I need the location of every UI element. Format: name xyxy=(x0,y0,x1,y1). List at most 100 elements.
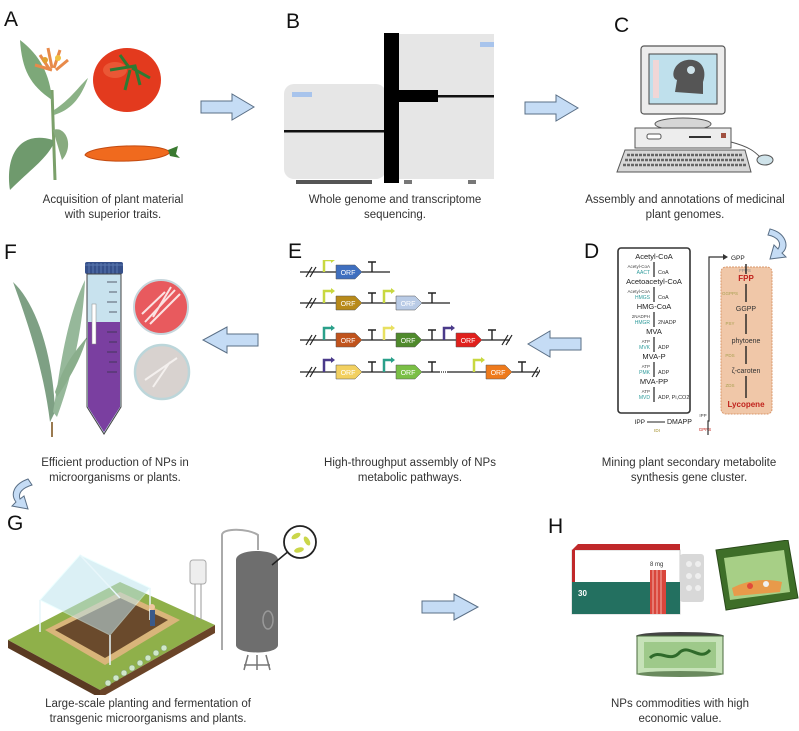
carotenoid-enzyme-label: PDS xyxy=(725,353,734,358)
caption-a-line1: Acquisition of plant material xyxy=(42,194,184,206)
magnifier-icon xyxy=(283,525,317,559)
terminator-icon xyxy=(368,261,376,272)
fermenter-tank-icon xyxy=(221,525,317,671)
enzyme-label: HMGR xyxy=(635,320,651,326)
caption-d-line2: synthesis gene cluster. xyxy=(630,472,748,484)
greenhouse-fermentation-illustration xyxy=(8,525,317,695)
metabolite-label: MVA-P xyxy=(642,352,665,361)
medicine-box-icon: 30 8 mg xyxy=(571,544,681,615)
dmapp-label: DMAPP xyxy=(667,419,692,426)
carotenoid-enzyme-label: ZDS xyxy=(726,383,735,388)
cofactor-input-label: ATP xyxy=(642,389,650,394)
curved-arrow-down-icon xyxy=(767,228,788,260)
caption-a-line2: with superior traits. xyxy=(64,209,162,221)
orf-label: ORF xyxy=(341,370,356,377)
arrow-left-icon xyxy=(527,330,582,358)
fpps-enzyme-label: FPPS xyxy=(739,268,751,273)
terminator-icon xyxy=(368,361,376,372)
enzyme-label: AACT xyxy=(637,270,650,276)
enzyme-label: PMK xyxy=(639,370,651,376)
caption-c-line1: Assembly and annotations of medicinal xyxy=(585,194,785,206)
carotenoid-metabolite-label: FPP xyxy=(738,274,754,283)
caption-h-line2: economic value. xyxy=(638,713,722,725)
arrow-left-icon xyxy=(201,326,259,354)
orf-block xyxy=(335,264,363,280)
terminator-icon xyxy=(368,292,376,303)
cofactor-output-label: ADP xyxy=(658,345,670,351)
enzyme-label: MVD xyxy=(639,395,651,401)
cofactor-output-label: 2NADP xyxy=(658,320,677,326)
curved-arrow-down-icon xyxy=(10,478,33,510)
enzyme-label: HMGS xyxy=(635,295,651,301)
gpps-enzyme-label: GPPS xyxy=(699,427,712,432)
mva-pathway-box xyxy=(617,247,691,414)
break-mark-icon xyxy=(305,334,317,346)
blister-pack-icon xyxy=(680,554,704,602)
centrifuge-tube-icon xyxy=(85,262,123,435)
promoter-icon xyxy=(382,326,392,340)
terminator-icon xyxy=(428,361,436,372)
carotenoid-metabolite-label: GGPP xyxy=(736,306,757,313)
orf-block xyxy=(335,295,363,311)
caption-d-line1: Mining plant secondary metabolite xyxy=(601,457,777,469)
box-count-text: 30 xyxy=(578,589,587,598)
caption-b-line1: Whole genome and transcriptome xyxy=(308,194,482,206)
cofactor-input-label: Acetyl-CoA xyxy=(627,289,650,294)
promoter-arrowhead-icon xyxy=(451,325,455,331)
orf-label: ORF xyxy=(341,270,356,277)
promoter-arrowhead-icon xyxy=(331,260,335,263)
computer-illustration xyxy=(616,45,774,173)
petri-dish-white-icon xyxy=(133,343,191,401)
plant-material-illustration xyxy=(9,40,180,190)
orf-block xyxy=(395,364,423,380)
terminator-icon xyxy=(368,329,376,340)
orf-block xyxy=(395,332,423,348)
caption-f-line2: microorganisms or plants. xyxy=(49,472,181,484)
promoter-icon xyxy=(322,289,332,303)
ipp-label: IPP xyxy=(635,419,645,426)
caption-g-line2: transgenic microorganisms and plants. xyxy=(49,713,247,725)
metabolite-label: MVA xyxy=(646,327,662,336)
carotenoid-enzyme-label: GGPPS xyxy=(722,291,738,296)
cofactor-output-label: CoA xyxy=(658,270,669,276)
orf-block xyxy=(335,332,363,348)
panel-letter-d: D xyxy=(584,240,600,263)
arrow-right-icon xyxy=(524,94,579,122)
caption-d: Mining plant secondary metabolite synthe… xyxy=(584,456,794,486)
caption-e-line1: High-throughput assembly of NPs xyxy=(324,457,496,469)
promoter-icon xyxy=(322,260,332,272)
caption-a: Acquisition of plant material with super… xyxy=(18,193,208,223)
arrow-right-icon xyxy=(421,593,480,621)
plant-leaves-icon xyxy=(13,280,87,437)
caption-c-line2: plant genomes. xyxy=(645,209,725,221)
flowering-plant-icon xyxy=(9,40,88,190)
cofactor-input-label: Acetyl-CoA xyxy=(627,264,650,269)
promoter-arrowhead-icon xyxy=(331,325,335,331)
orf-label: ORF xyxy=(341,301,356,308)
food-package-icon xyxy=(715,540,799,611)
metabolite-label: Acetoacetyl-CoA xyxy=(626,277,682,286)
orf-block xyxy=(395,295,423,311)
promoter-icon xyxy=(442,326,452,340)
break-mark-icon xyxy=(305,297,317,309)
gpp-label: GPP xyxy=(731,255,745,262)
promoter-arrowhead-icon xyxy=(331,357,335,363)
production-illustration xyxy=(13,262,191,437)
water-tower-icon xyxy=(189,559,207,620)
canned-food-icon xyxy=(636,632,724,677)
promoter-icon xyxy=(382,358,392,372)
caption-b-line2: sequencing. xyxy=(363,209,427,221)
orf-label: ORF xyxy=(401,370,416,377)
cofactor-output-label: ADP xyxy=(658,370,670,376)
panel-letter-b: B xyxy=(286,10,301,33)
carotenoid-metabolite-label: ζ-caroten xyxy=(732,368,761,375)
idi-enzyme-label: IDI xyxy=(654,428,660,433)
carotenoid-metabolite-label: Lycopene xyxy=(727,400,765,409)
orf-label: ORF xyxy=(401,338,416,345)
carrot-icon xyxy=(84,145,180,162)
greenhouse-icon xyxy=(8,554,215,695)
metabolite-label: Acetyl-CoA xyxy=(635,252,673,261)
promoter-icon xyxy=(322,326,332,340)
orf-block xyxy=(335,364,363,380)
